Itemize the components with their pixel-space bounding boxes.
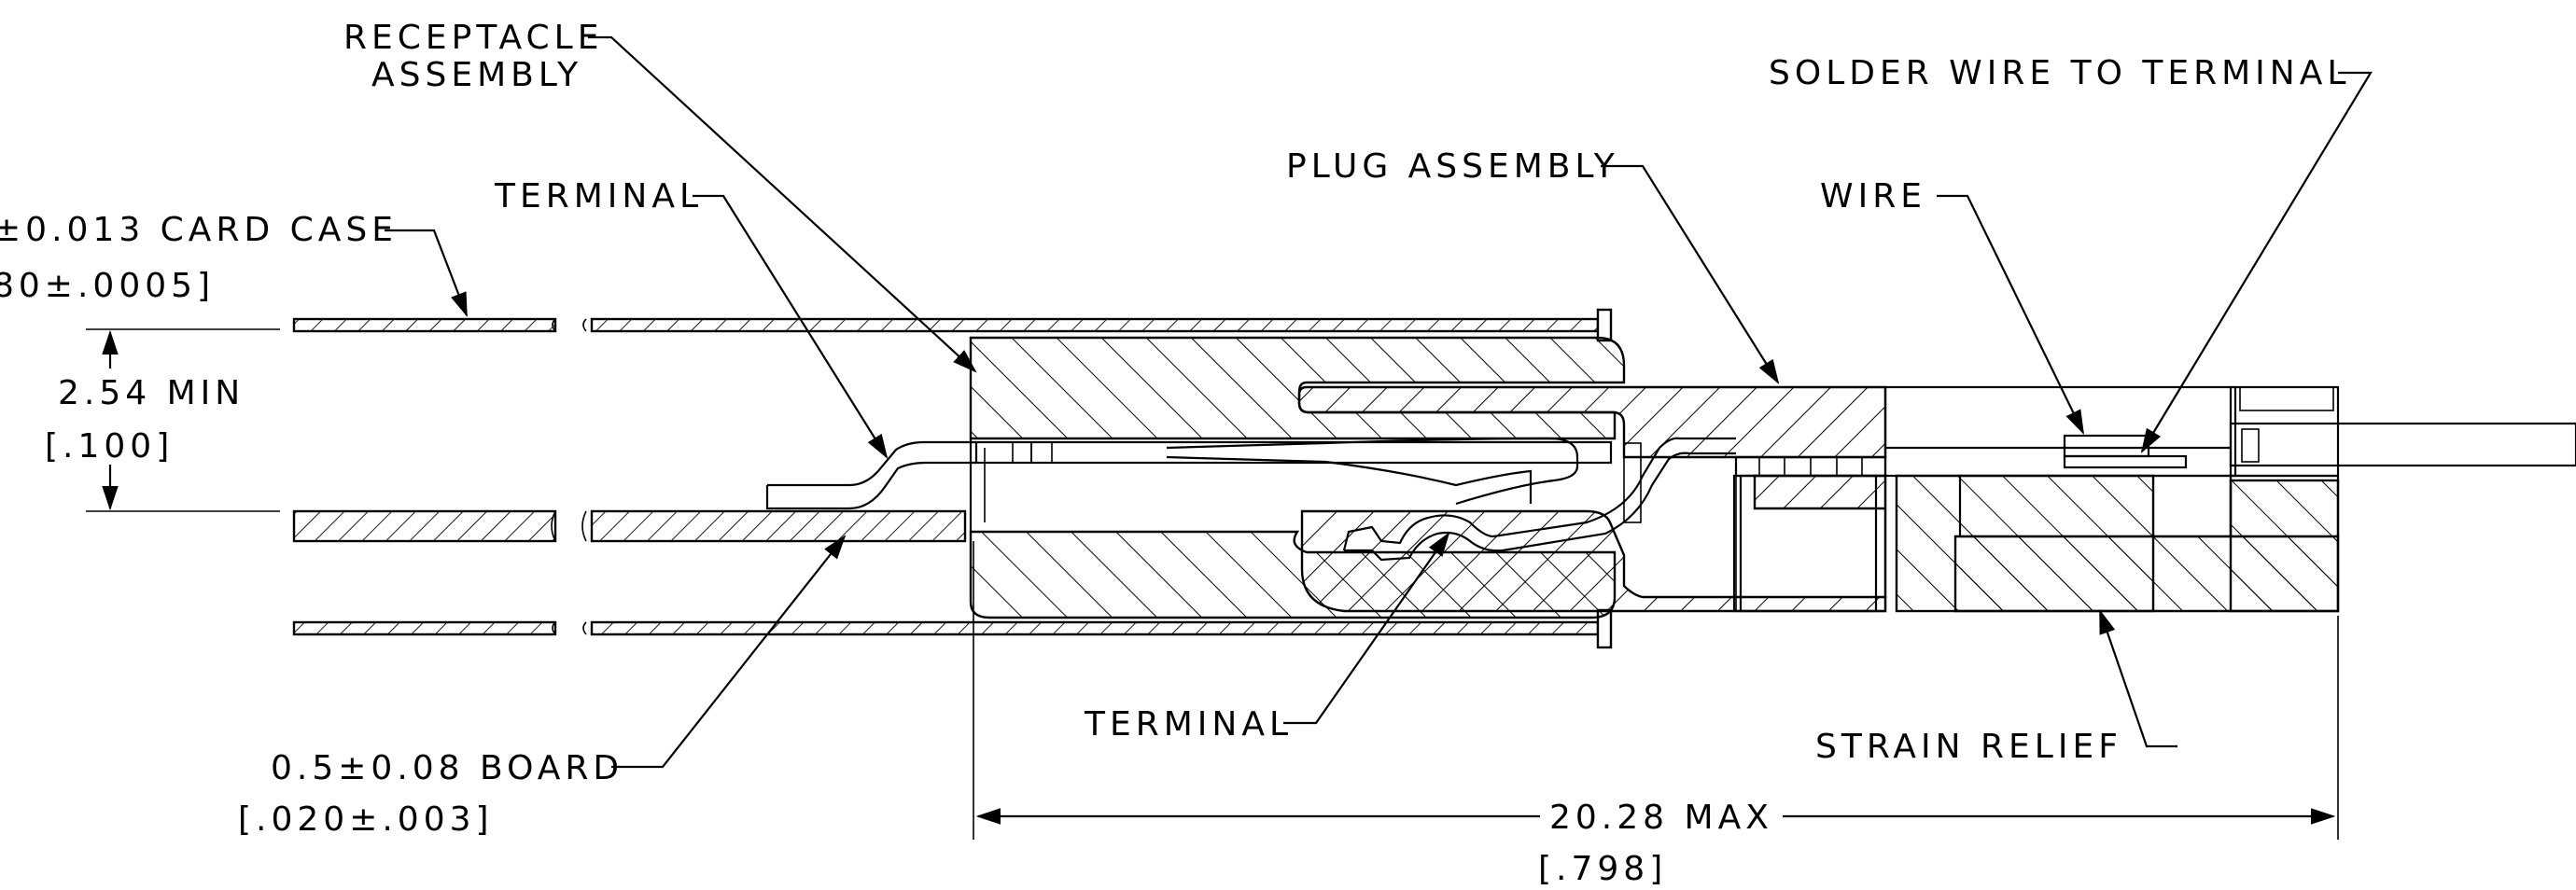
card-case-bottom — [292, 608, 1613, 649]
wire — [1885, 422, 2576, 469]
label-strain-relief: STRAIN RELIEF — [1815, 728, 2122, 766]
label-receptacle-assembly-1: RECEPTACLE — [343, 19, 603, 57]
dimension-length — [973, 541, 2339, 840]
label-terminal-lower: TERMINAL — [1084, 705, 1293, 744]
pc-board — [292, 509, 967, 543]
card-case-top — [292, 308, 1613, 342]
label-wire: WIRE — [1820, 177, 1926, 216]
label-terminal-upper: TERMINAL — [494, 177, 703, 216]
label-receptacle-assembly-2: ASSEMBLY — [371, 56, 582, 94]
label-gap-1: 2.54 MIN — [58, 374, 245, 412]
label-solder-wire: SOLDER WIRE TO TERMINAL — [1769, 54, 2350, 92]
plug-terminal — [1342, 437, 1736, 562]
dimension-gap — [86, 328, 280, 512]
label-gap-2: [.100] — [45, 427, 174, 466]
leader-lines — [385, 35, 2373, 769]
label-card-case-2: 80±.0005] — [0, 267, 215, 305]
receptacle-terminal — [765, 437, 1579, 510]
label-length-2: [.798] — [1538, 850, 1667, 888]
label-plug-assembly: PLUG ASSEMBLY — [1286, 147, 1619, 186]
label-length-1: 20.28 MAX — [1549, 799, 1773, 837]
label-board-2: [.020±.003] — [238, 800, 494, 839]
label-board-1: 0.5±0.08 BOARD — [271, 749, 623, 787]
label-card-case-1: ±0.013 CARD CASE — [0, 211, 398, 249]
strain-relief — [1883, 385, 2340, 613]
